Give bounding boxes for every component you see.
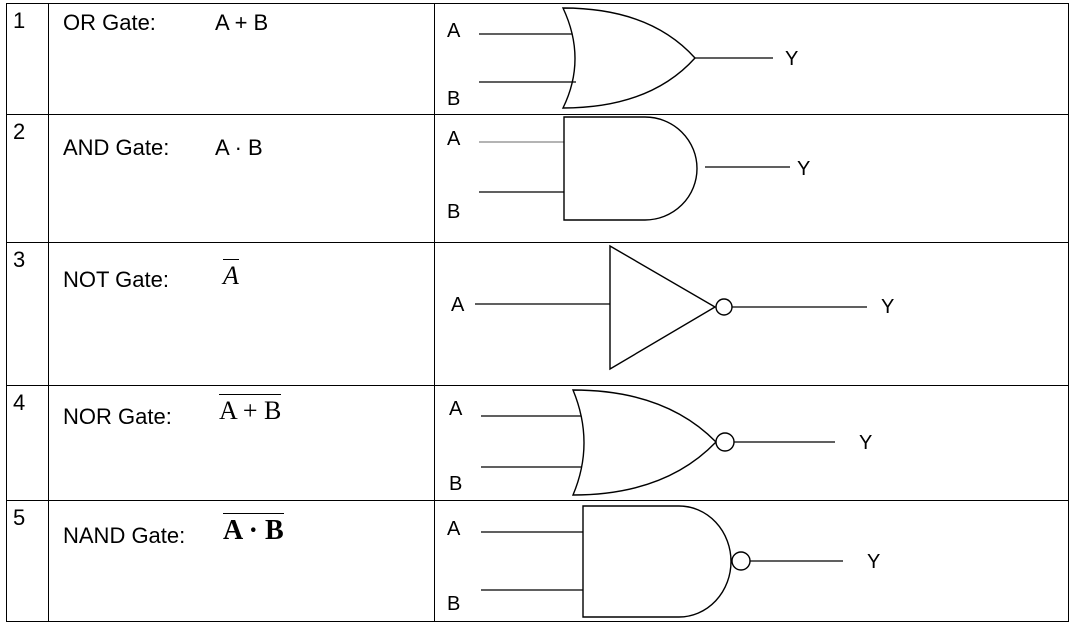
table-row-or: 1 OR Gate: A + B A B Y	[6, 3, 1069, 115]
gate-name: NOR Gate:	[63, 404, 172, 429]
nand-gate-symbol-cell: A B Y	[434, 500, 1069, 622]
nor-expression: A + B	[219, 394, 282, 425]
input-a-label: A	[449, 398, 463, 420]
output-y-label: Y	[797, 158, 810, 180]
not-gate-icon	[609, 244, 717, 371]
inverter-bubble	[715, 298, 733, 316]
input-a-label: A	[451, 294, 465, 316]
nor-gate-cell: NOR Gate: A + B	[48, 385, 435, 501]
or-gate-icon	[561, 7, 696, 109]
and-expression: A · B	[215, 135, 263, 160]
logic-gates-table: 1 OR Gate: A + B A B Y 2 AND Gate: A · B	[6, 3, 1069, 622]
gate-name: OR Gate:	[63, 10, 156, 35]
not-expression: A	[223, 259, 239, 290]
input-a-label: A	[447, 518, 461, 540]
input-b-label: B	[449, 473, 462, 495]
table-row-nand: 5 NAND Gate: A · B A B Y	[6, 500, 1069, 622]
row-number: 4	[6, 385, 49, 501]
output-y-label: Y	[867, 551, 880, 573]
input-b-label: B	[447, 201, 460, 223]
and-gate-diagram: A B Y	[447, 116, 810, 223]
output-y-label: Y	[859, 432, 872, 454]
gate-name: NOT Gate:	[63, 267, 169, 292]
and-gate-cell: AND Gate: A · B	[48, 114, 435, 243]
output-y-label: Y	[881, 296, 894, 318]
and-gate-symbol-cell: A B Y	[434, 114, 1069, 243]
or-expression: A + B	[215, 10, 269, 35]
nand-gate-diagram: A B Y	[447, 505, 880, 618]
or-gate-cell: OR Gate: A + B	[48, 3, 435, 115]
gate-name: AND Gate:	[63, 135, 170, 160]
nor-gate-diagram: A B Y	[449, 389, 872, 496]
input-b-label: B	[447, 593, 460, 615]
not-gate-symbol-cell: A Y	[434, 242, 1069, 386]
input-b-label: B	[447, 88, 460, 110]
gate-name: NAND Gate:	[63, 523, 186, 548]
inverter-bubble	[731, 551, 751, 571]
not-gate-cell: NOT Gate: A	[48, 242, 435, 386]
table-row-not: 3 NOT Gate: A A Y	[6, 242, 1069, 386]
inverter-bubble	[715, 432, 735, 452]
nand-expression: A · B	[223, 513, 284, 546]
not-gate-diagram: A Y	[451, 244, 894, 371]
table-row-and: 2 AND Gate: A · B A B Y	[6, 114, 1069, 243]
row-number: 2	[6, 114, 49, 243]
row-number: 1	[6, 3, 49, 115]
row-number: 3	[6, 242, 49, 386]
nand-gate-cell: NAND Gate: A · B	[48, 500, 435, 622]
input-a-label: A	[447, 128, 461, 150]
and-gate-icon	[563, 116, 698, 221]
nor-gate-symbol-cell: A B Y	[434, 385, 1069, 501]
or-gate-symbol-cell: A B Y	[434, 3, 1069, 115]
nor-gate-icon	[571, 389, 717, 496]
nand-gate-icon	[582, 505, 732, 618]
row-number: 5	[6, 500, 49, 622]
table-row-nor: 4 NOR Gate: A + B A B Y	[6, 385, 1069, 501]
input-a-label: A	[447, 20, 461, 42]
output-y-label: Y	[785, 48, 798, 70]
or-gate-diagram: A B Y	[447, 7, 798, 110]
